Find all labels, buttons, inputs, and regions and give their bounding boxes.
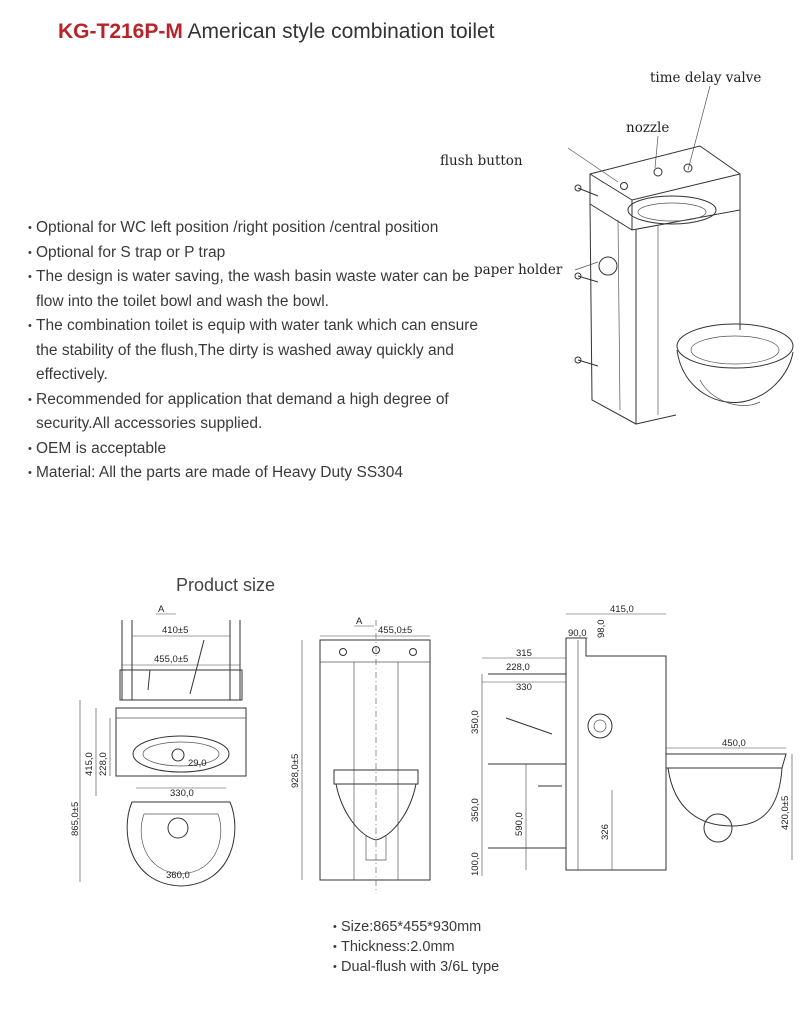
spec-item: Size:865*455*930mm — [333, 917, 499, 937]
feature-item: Optional for S trap or P trap — [28, 241, 480, 266]
side-view-drawing: 415,0 90,0 98,0 315 228,0 330 450,0 350,… — [470, 604, 793, 876]
dim-side-326: 326 — [600, 824, 611, 840]
dim-front-height: 928,0±5 — [290, 754, 301, 788]
dim-side-228: 228,0 — [506, 662, 530, 673]
dim-bowl-projection: 450,0 — [722, 738, 746, 749]
callout-nozzle: nozzle — [626, 120, 670, 136]
page-title: KG-T216P-M American style combination to… — [58, 20, 495, 44]
front-view-drawing: A 455,0±5 928,0±5 — [290, 616, 431, 892]
feature-item: Material: All the parts are made of Heav… — [28, 461, 480, 486]
dim-side-depth: 415,0 — [610, 604, 634, 615]
dim-side-330: 330 — [516, 682, 532, 693]
dim-side-350-upper: 350,0 — [470, 710, 481, 734]
dim-side-100: 100,0 — [470, 852, 481, 876]
spec-item: Thickness:2.0mm — [333, 937, 499, 957]
feature-item: Recommended for application that demand … — [28, 388, 480, 437]
dim-height-865: 865,0±5 — [70, 802, 81, 836]
dim-bowl-width: 360,0 — [166, 870, 190, 881]
callout-time-delay-valve: time delay valve — [650, 70, 762, 86]
dim-top-inner: 455,0±5 — [154, 654, 188, 665]
dim-basin-width: 330,0 — [170, 788, 194, 799]
dim-top-outer: 410±5 — [162, 625, 188, 636]
dim-front-width: 455,0±5 — [378, 625, 412, 636]
dim-side-90: 90,0 — [568, 628, 587, 639]
callout-paper-holder: paper holder — [474, 262, 563, 278]
model-number: KG-T216P-M — [58, 20, 183, 43]
feature-list: Optional for WC left position /right pos… — [28, 216, 480, 486]
dim-height-228: 228,0 — [98, 752, 109, 776]
dim-height-415: 415,0 — [84, 752, 95, 776]
dim-drain-dia: 29,0 — [188, 758, 207, 769]
spec-list: Size:865*455*930mm Thickness:2.0mm Dual-… — [333, 917, 499, 977]
product-illustration — [567, 85, 794, 425]
callout-flush-button: flush button — [440, 153, 523, 169]
dim-side-98: 98,0 — [596, 620, 607, 639]
spec-item: Dual-flush with 3/6L type — [333, 957, 499, 977]
product-name: American style combination toilet — [187, 20, 495, 43]
top-view-drawing: A 410±5 455,0±5 29,0 330,0 360,0 865,0±5… — [70, 604, 247, 887]
product-size-heading: Product size — [176, 575, 276, 595]
dim-side-590: 590,0 — [514, 812, 525, 836]
dim-bowl-height: 420,0±5 — [780, 796, 791, 830]
section-mark-label: A — [356, 616, 363, 627]
dim-side-315: 315 — [516, 648, 532, 659]
feature-item: OEM is acceptable — [28, 437, 480, 462]
feature-item: The design is water saving, the wash bas… — [28, 265, 480, 314]
feature-item: Optional for WC left position /right pos… — [28, 216, 480, 241]
feature-item: The combination toilet is equip with wat… — [28, 314, 480, 388]
dim-side-350-lower: 350,0 — [470, 798, 481, 822]
section-mark-label: A — [158, 604, 165, 615]
